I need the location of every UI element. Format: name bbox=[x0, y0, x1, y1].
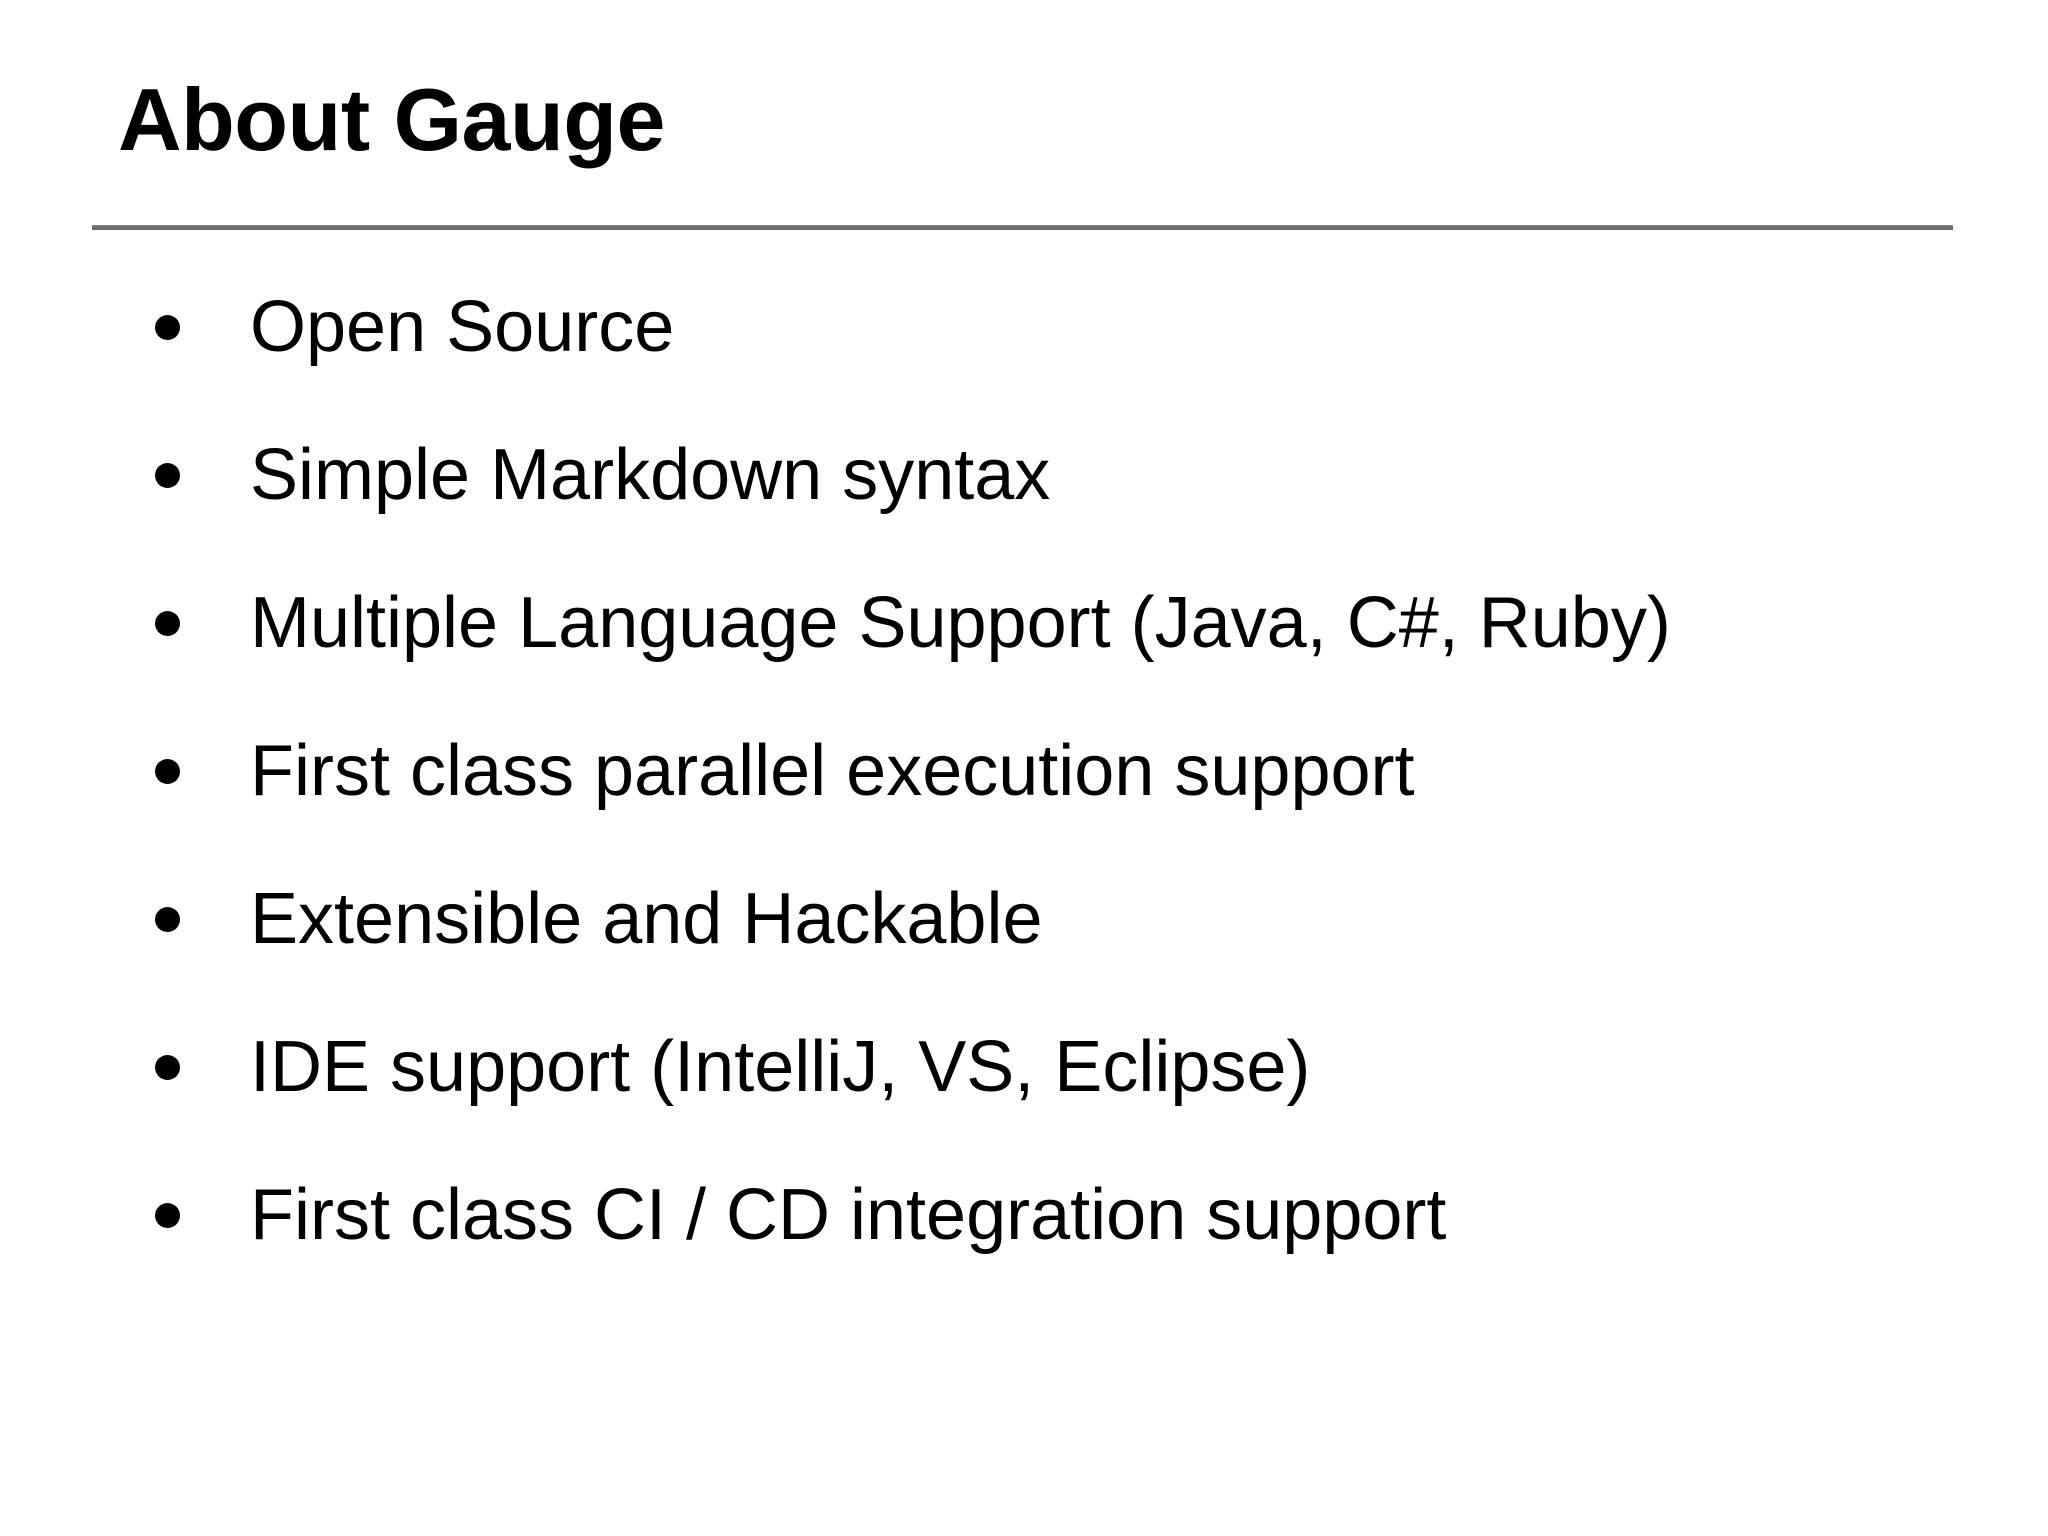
list-item-label: IDE support (IntelliJ, VS, Eclipse) bbox=[250, 1027, 1311, 1107]
feature-bullet-list: Open Source Simple Markdown syntax Multi… bbox=[0, 287, 2048, 1323]
bullet-circle-icon bbox=[155, 463, 180, 488]
list-item-label: Simple Markdown syntax bbox=[250, 435, 1051, 515]
bullet-circle-icon bbox=[155, 1055, 180, 1080]
list-item: First class CI / CD integration support bbox=[0, 1175, 2048, 1323]
list-item: Multiple Language Support (Java, C#, Rub… bbox=[0, 583, 2048, 731]
list-item: IDE support (IntelliJ, VS, Eclipse) bbox=[0, 1027, 2048, 1175]
bullet-circle-icon bbox=[155, 759, 180, 784]
list-item-label: First class parallel execution support bbox=[250, 731, 1415, 811]
list-item: Simple Markdown syntax bbox=[0, 435, 2048, 583]
bullet-circle-icon bbox=[155, 611, 180, 636]
page-title: About Gauge bbox=[118, 70, 665, 169]
title-divider bbox=[92, 225, 1953, 230]
list-item: First class parallel execution support bbox=[0, 731, 2048, 879]
list-item: Extensible and Hackable bbox=[0, 879, 2048, 1027]
list-item-label: First class CI / CD integration support bbox=[250, 1175, 1447, 1255]
bullet-circle-icon bbox=[155, 907, 180, 932]
list-item-label: Multiple Language Support (Java, C#, Rub… bbox=[250, 583, 1671, 663]
list-item-label: Open Source bbox=[250, 287, 675, 367]
bullet-circle-icon bbox=[155, 315, 180, 340]
list-item: Open Source bbox=[0, 287, 2048, 435]
list-item-label: Extensible and Hackable bbox=[250, 879, 1043, 959]
bullet-circle-icon bbox=[155, 1203, 180, 1228]
